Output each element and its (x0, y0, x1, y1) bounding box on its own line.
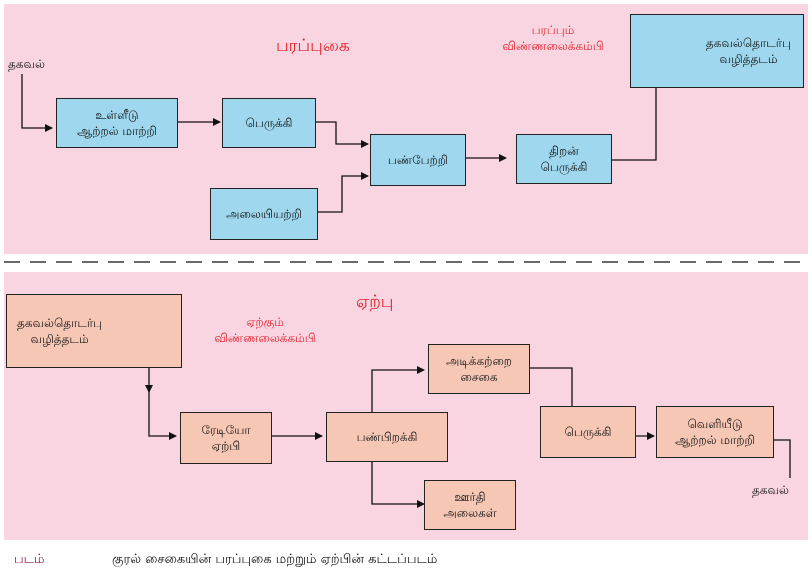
wire-demod-to-baseband (371, 366, 425, 412)
modulator-block: பண்பேற்றி (370, 134, 466, 186)
caption-text: குரல் சைகையின் பரப்புகை மற்றும் ஏற்பின் … (112, 552, 438, 567)
wire-oscillator-to-modulator (318, 172, 369, 213)
receive-antenna-label: ஏற்கும் விண்ணலைக்கம்பி (214, 315, 316, 345)
transmit-antenna-label: பரப்பும் விண்ணலைக்கம்பி (502, 23, 604, 53)
wire-input-to-converter (21, 74, 53, 132)
carrier-waves-block: ஊர்தி அலைகள் (424, 480, 516, 530)
wire-baseband-to-amplifier (530, 367, 573, 406)
demodulator-block: பண்பிறக்கி (326, 412, 448, 462)
radio-receiver-block: ரேடியோ ஏற்பி (180, 412, 272, 464)
wire-amplifier-to-modulator (316, 121, 369, 148)
output-converter-block: வெளியீடு ஆற்றல் மாற்றி (656, 406, 774, 458)
tx-amplifier-block: பெருக்கி (222, 98, 316, 148)
rx-amplifier-block: பெருக்கி (540, 406, 636, 458)
caption-tag: படம் (14, 552, 45, 567)
oscillator-block: அலையியற்றி (210, 188, 318, 240)
tx-channel-block: தகவல்தொடர்பு வழித்தடம் (630, 14, 804, 88)
rx-channel-label: தகவல்தொடர்பு வழித்தடம் (17, 316, 103, 346)
receive-title: ஏற்பு (356, 292, 394, 312)
wire-demod-to-carrier (371, 460, 425, 508)
rx-channel-block: தகவல்தொடர்பு வழித்தடம் (6, 294, 182, 368)
wire-to-radio-receiver (148, 390, 177, 440)
tx-channel-label: தகவல்தொடர்பு வழித்தடம் (705, 36, 791, 66)
transmit-input-label: தகவல் (8, 57, 45, 71)
receive-output-label: தகவல் (752, 483, 789, 497)
wire-output (774, 439, 791, 478)
transmit-title: பரப்புகை (276, 36, 350, 56)
baseband-signal-block: அடிக்கற்றை சைகை (428, 344, 530, 394)
power-amplifier-block: திறன் பெருக்கி (516, 134, 612, 184)
input-converter-block: உள்ளீடு ஆற்றல் மாற்றி (56, 98, 178, 148)
